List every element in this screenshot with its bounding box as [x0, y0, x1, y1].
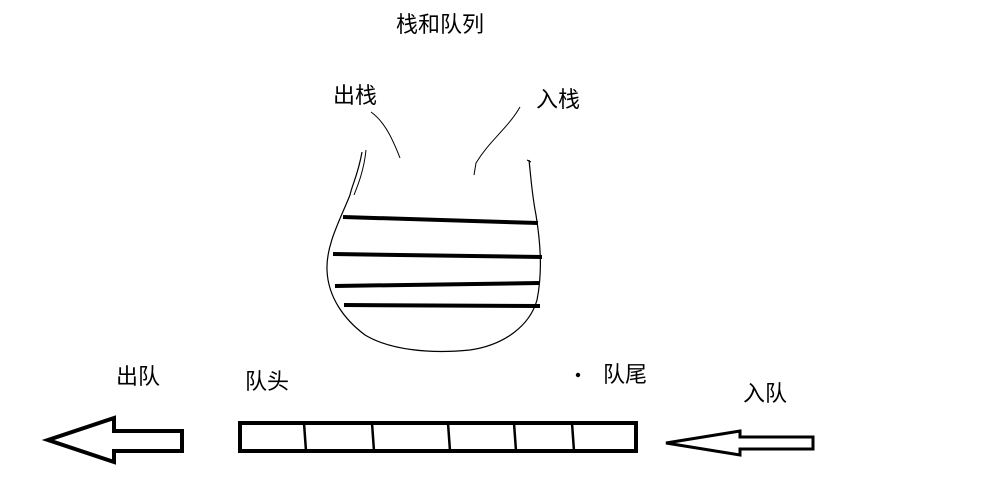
queue-enqueue-label: 入队 [743, 382, 788, 407]
stack-element [334, 281, 540, 288]
queue-head-label: 队头 [245, 370, 290, 395]
diagram-title: 栈和队列 [396, 13, 485, 38]
stack-element [343, 303, 541, 308]
queue-cell-divider [512, 422, 518, 452]
stack-container-right-tick [526, 159, 532, 163]
tail-marker-dot [575, 372, 581, 378]
enqueue-arrow [665, 429, 815, 457]
stack-container [326, 151, 541, 353]
queue-cell-divider [570, 422, 576, 452]
queue-cell-divider [302, 422, 308, 452]
stack-element [332, 252, 543, 259]
queue-tail-label: 队尾 [603, 363, 648, 388]
queue-cell-divider [370, 422, 376, 452]
dequeue-arrow [41, 415, 184, 465]
stack-push-label: 入栈 [536, 88, 581, 113]
stack-element [342, 215, 539, 225]
push-pointer-line [473, 106, 521, 176]
queue-dequeue-label: 出队 [116, 365, 161, 390]
stack-container-inner-edge [353, 149, 367, 196]
pop-pointer-line [370, 111, 401, 159]
queue-body [238, 421, 638, 453]
queue-cell-divider [446, 422, 452, 452]
stack-pop-label: 出栈 [333, 84, 378, 109]
